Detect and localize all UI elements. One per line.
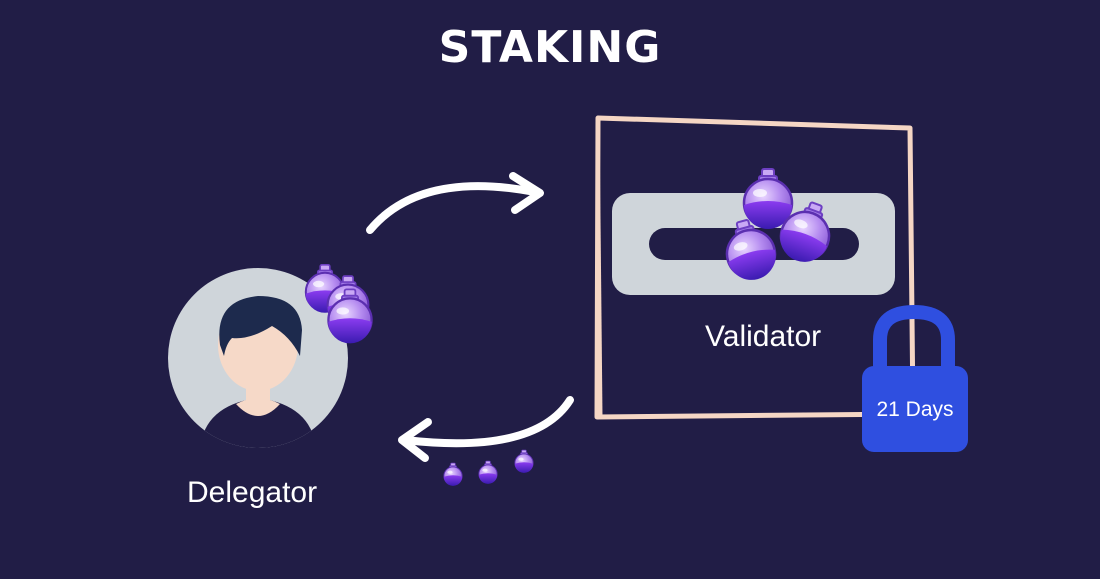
page-title: STAKING xyxy=(438,22,662,73)
reward-potions-icon xyxy=(443,449,534,487)
validator-label: Validator xyxy=(705,320,822,353)
lock-duration-label: 21 Days xyxy=(876,398,954,421)
delegator-label: Delegator xyxy=(187,476,318,509)
reward-arrow-icon xyxy=(398,396,574,462)
stake-arrow-icon xyxy=(366,172,544,234)
person-avatar-icon xyxy=(168,268,348,448)
lock-icon xyxy=(862,304,968,452)
